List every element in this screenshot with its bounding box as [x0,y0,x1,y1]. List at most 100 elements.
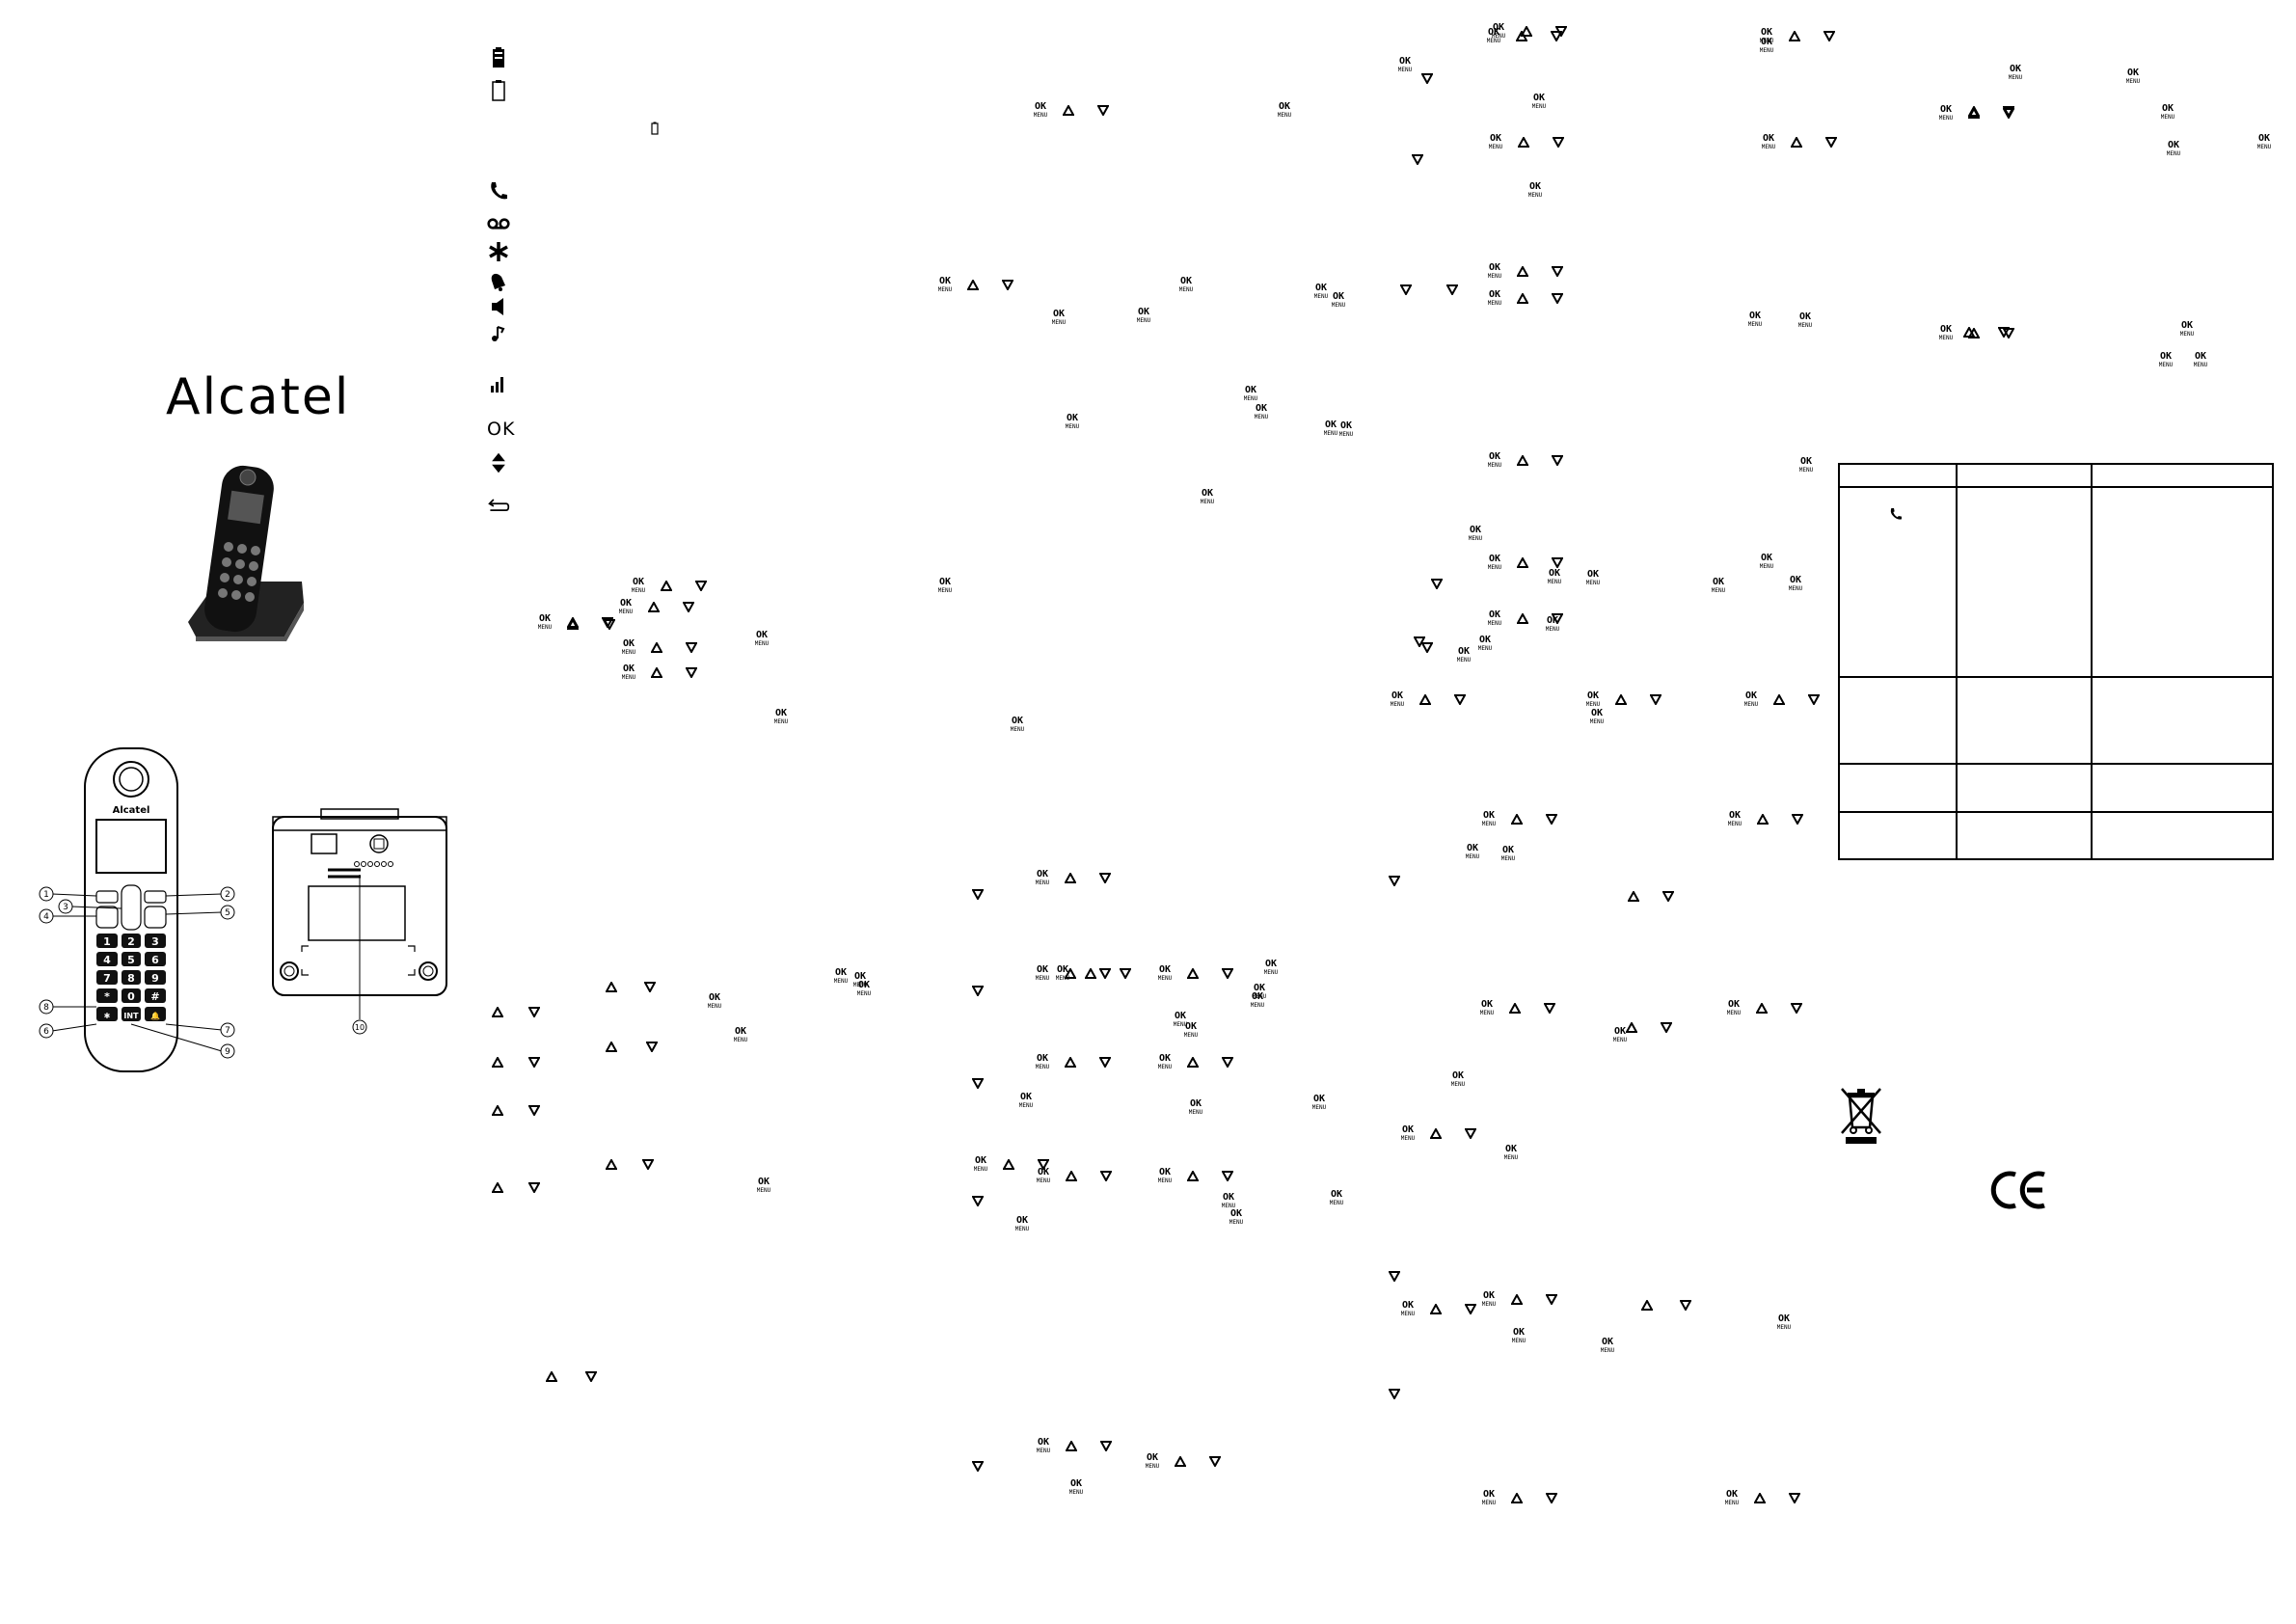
arrow-down-icon [528,1007,540,1017]
battery-full-icon [493,47,504,68]
phone-on-base-illustration [188,465,304,641]
arrow-down-icon [604,619,615,630]
arrow-up-icon [1065,873,1076,883]
arrow-down-icon [1546,1294,1557,1305]
arrow-up-icon [1003,1159,1014,1170]
arrow-down-icon [1552,455,1563,466]
svg-text:9: 9 [151,972,159,985]
arrow-down-icon [1412,154,1423,165]
arrow-down-icon [528,1057,540,1068]
table-row [1840,678,2272,765]
ce-mark-icon [1990,1171,2045,1209]
arrow-down-icon [1222,1171,1233,1181]
arrow-down-icon [528,1105,540,1116]
arrow-down-icon [1222,968,1233,979]
arrow-down-icon [646,1042,658,1052]
arrow-up-icon [1066,1171,1077,1181]
arrow-up-icon [1509,1003,1521,1014]
arrow-down-icon [1551,31,1562,41]
arrow-down-icon [686,642,697,653]
arrow-up-icon [1963,327,1975,338]
svg-text:2: 2 [127,935,135,948]
arrow-up-icon [1628,891,1639,902]
arrow-up-icon [1511,1294,1523,1305]
arrow-up-icon [492,1182,503,1193]
arrow-down-icon [1099,1057,1111,1068]
arrow-up-icon [1791,137,1802,148]
arrow-down-icon [1823,31,1835,41]
arrow-up-icon [1187,1057,1199,1068]
arrow-up-icon [1789,31,1800,41]
svg-text:8: 8 [127,972,135,985]
ok-icon: OK [487,419,516,440]
weee-bin-icon [1841,1088,1881,1144]
arrow-down-icon [972,1196,984,1206]
troubleshooting-table [1838,463,2274,860]
arrow-up-icon [1517,557,1528,568]
svg-text:6: 6 [151,954,159,966]
signal-icon [491,377,503,392]
arrow-up-icon [1430,1304,1442,1314]
arrow-down-icon [1100,1441,1112,1451]
base-station-diagram: 10 [272,808,447,1035]
arrow-up-icon [606,982,617,992]
star-icon [489,242,508,261]
table-header-row [1840,465,2272,488]
arrow-down-icon [1400,284,1412,295]
arrow-up-icon [1517,455,1528,466]
arrow-up-icon [606,1159,617,1170]
arrow-down-icon [1431,579,1443,589]
svg-text:7: 7 [103,972,111,985]
arrow-up-icon [1187,1171,1199,1181]
arrow-up-icon [1065,968,1076,979]
arrow-up-icon [1187,968,1199,979]
arrow-down-icon [1546,814,1557,825]
arrow-down-icon [1454,694,1466,705]
arrow-up-icon [1521,26,1532,37]
arrow-up-icon [492,1007,503,1017]
arrow-down-icon [1465,1128,1476,1139]
arrow-down-icon [1099,968,1111,979]
arrow-up-icon [492,1057,503,1068]
arrow-down-icon [1662,891,1674,902]
arrow-down-icon [644,982,656,992]
arrow-down-icon [1097,105,1109,116]
arrow-down-icon [972,1078,984,1089]
